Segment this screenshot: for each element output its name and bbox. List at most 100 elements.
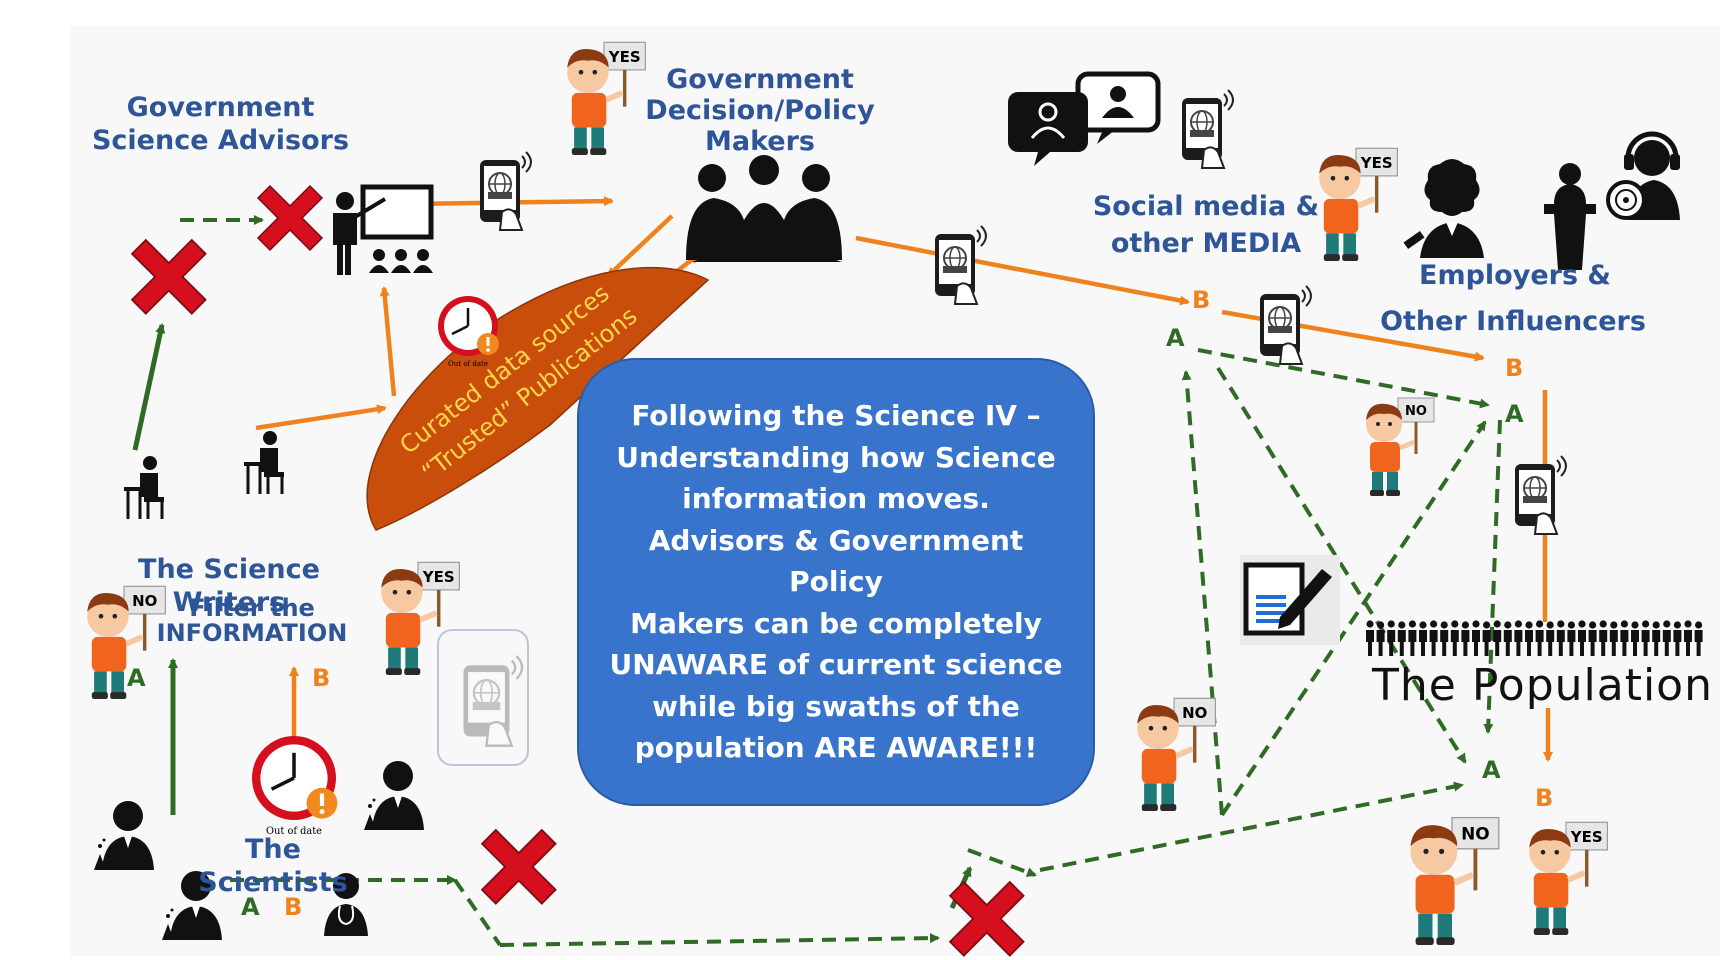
crowd-person-head bbox=[1398, 621, 1406, 629]
crowd-person-body bbox=[1556, 630, 1565, 656]
marker-b: B bbox=[312, 664, 331, 692]
crowd-person-body bbox=[1578, 630, 1586, 656]
crowd-person-body bbox=[1493, 630, 1502, 656]
crowd-person-body bbox=[1620, 630, 1629, 656]
red-x-icon bbox=[257, 185, 323, 251]
crowd-person-head bbox=[1642, 620, 1650, 628]
crowd-person-body bbox=[1662, 630, 1671, 656]
crowd-person-body bbox=[1440, 630, 1449, 656]
crowd-person-body bbox=[1472, 630, 1480, 656]
crowd-person-head bbox=[1620, 620, 1628, 628]
crowd-person-body bbox=[1429, 630, 1438, 656]
orange-arrow-policy-to-curated bbox=[606, 214, 674, 278]
kid-yes-sign-icon: YES bbox=[1529, 822, 1607, 935]
svg-text:Out of date: Out of date bbox=[448, 360, 488, 368]
news-phone-faded-icon bbox=[437, 629, 529, 766]
writers-label: The Science Writers bbox=[138, 554, 320, 618]
crowd-person-head bbox=[1684, 620, 1692, 628]
curated-sources-banner bbox=[366, 266, 710, 531]
crowd-person-head bbox=[1366, 620, 1374, 628]
scientist-icon bbox=[364, 761, 424, 830]
red-x-icon bbox=[949, 881, 1025, 957]
crowd-person-head bbox=[1461, 621, 1469, 629]
crowd-person-head bbox=[1567, 621, 1575, 629]
crowd-person-body bbox=[1631, 630, 1639, 656]
crowd-person-head bbox=[1419, 621, 1427, 629]
news-phone-icon bbox=[1514, 455, 1567, 535]
crowd-person-head bbox=[1652, 621, 1660, 629]
employers-label-line1: Employers & bbox=[1419, 260, 1611, 291]
doctor-icon bbox=[324, 873, 368, 936]
marker-a: A bbox=[127, 664, 146, 692]
marker-a: A bbox=[241, 893, 260, 921]
crowd-person-head bbox=[1451, 620, 1459, 628]
filter-label: Filter the INFORMATION bbox=[156, 594, 348, 647]
crowd-person-head bbox=[1408, 620, 1416, 628]
crowd-person-head bbox=[1377, 621, 1385, 629]
svg-text:YES: YES bbox=[422, 568, 455, 586]
orange-arrow-policy-to-media-b bbox=[855, 235, 1190, 306]
crowd-person-head bbox=[1663, 620, 1671, 628]
crowd-person-head bbox=[1589, 621, 1597, 629]
crowd-person-head bbox=[1387, 620, 1395, 628]
crowd-person-body bbox=[1387, 630, 1396, 656]
green-dashed-to-population-a bbox=[1039, 781, 1464, 872]
crowd-person-body bbox=[1609, 630, 1618, 656]
crowd-person-body bbox=[1684, 630, 1692, 656]
crowd-person-head bbox=[1504, 621, 1512, 629]
kid-no-sign-icon: NO bbox=[1366, 398, 1434, 496]
crowd-person-body bbox=[1366, 630, 1374, 656]
document-sign-icon bbox=[1240, 555, 1340, 645]
svg-text:YES: YES bbox=[1360, 154, 1393, 172]
crowd-person-body bbox=[1652, 630, 1661, 656]
crowd-person-body bbox=[1461, 630, 1470, 656]
crowd-person-head bbox=[1673, 621, 1681, 629]
population-label: The Population bbox=[1372, 660, 1713, 711]
marker-b: B bbox=[284, 893, 303, 921]
kid-yes-sign-icon: YES bbox=[381, 562, 459, 675]
marker-a: A bbox=[1482, 756, 1501, 784]
news-phone-icon bbox=[479, 151, 532, 231]
orange-arrow-up-to-advisor bbox=[379, 286, 397, 397]
summary-box: Following the Science IV – Understanding… bbox=[577, 358, 1095, 806]
crowd-person-body bbox=[1419, 630, 1427, 656]
crowd-person-body bbox=[1535, 630, 1544, 656]
crowd-person-head bbox=[1514, 620, 1522, 628]
orange-arrow-writers-to-curated bbox=[255, 404, 387, 431]
crowd-person-head bbox=[1472, 620, 1480, 628]
advisors-label: Government Science Advisors bbox=[91, 92, 350, 156]
summary-text: Following the Science IV – Understanding… bbox=[609, 399, 1063, 765]
crowd-person-head bbox=[1557, 620, 1565, 628]
crowd-person-body bbox=[1503, 630, 1512, 656]
marker-b: B bbox=[1192, 286, 1211, 314]
news-phone-icon bbox=[1181, 89, 1234, 169]
crowd-person-head bbox=[1493, 620, 1501, 628]
chat-bubbles-icon bbox=[1008, 71, 1161, 166]
crowd-person-head bbox=[1546, 621, 1554, 629]
dj-headphones-icon bbox=[1606, 131, 1680, 220]
svg-text:NO: NO bbox=[1182, 704, 1207, 722]
crowd-person-body bbox=[1599, 630, 1608, 656]
crowd-person-head bbox=[1610, 621, 1618, 629]
media-label: Social media & other MEDIA bbox=[1092, 191, 1320, 259]
marker-b: B bbox=[1505, 354, 1524, 382]
employers-label-line2: Other Influencers bbox=[1380, 306, 1646, 337]
teacher-presentation-icon bbox=[333, 184, 434, 275]
crowd-person-body bbox=[1525, 630, 1533, 656]
judge-icon bbox=[1403, 159, 1484, 258]
crowd-person-body bbox=[1408, 630, 1417, 656]
svg-text:NO: NO bbox=[1461, 824, 1490, 844]
kid-no-sign-icon: NO bbox=[1137, 698, 1215, 811]
crowd-person-body bbox=[1376, 630, 1385, 656]
green-dashed-down bbox=[453, 878, 502, 947]
crowd-person-head bbox=[1536, 620, 1544, 628]
green-dashed-diag-1 bbox=[1220, 420, 1487, 817]
crowd-person-head bbox=[1430, 620, 1438, 628]
clock-out-of-date-icon: Out of date bbox=[436, 294, 501, 368]
crowd-person-head bbox=[1483, 621, 1491, 629]
scientist-icon bbox=[94, 801, 154, 870]
clock-out-of-date-icon: Out of date bbox=[250, 734, 340, 837]
crowd-person-body bbox=[1673, 630, 1682, 656]
red-x-icon bbox=[481, 829, 557, 905]
kid-no-sign-icon: NO bbox=[87, 586, 165, 699]
